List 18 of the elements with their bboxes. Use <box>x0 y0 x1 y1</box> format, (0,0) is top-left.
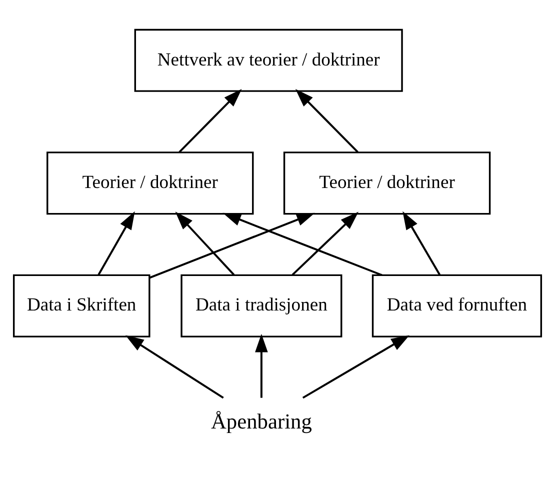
arrow <box>255 334 268 398</box>
node-box: Teorier / doktriner <box>46 152 254 215</box>
node-text: Åpenbaring <box>210 410 312 434</box>
node-box: Data i Skriften <box>12 274 150 338</box>
node-box: Data ved fornuften <box>372 274 542 338</box>
node-box: Teorier / doktriner <box>283 152 491 215</box>
arrow <box>125 335 224 399</box>
arrow <box>222 212 382 276</box>
arrow <box>178 88 242 153</box>
arrow <box>149 212 315 279</box>
arrow <box>402 211 441 276</box>
arrow <box>98 211 135 276</box>
arrow <box>292 212 359 276</box>
arrow <box>302 335 410 399</box>
node-box: Nettverk av teorier / doktriner <box>134 28 403 92</box>
node-box: Data i tradisjonen <box>180 274 342 338</box>
arrow <box>295 88 358 153</box>
arrow <box>175 212 235 276</box>
